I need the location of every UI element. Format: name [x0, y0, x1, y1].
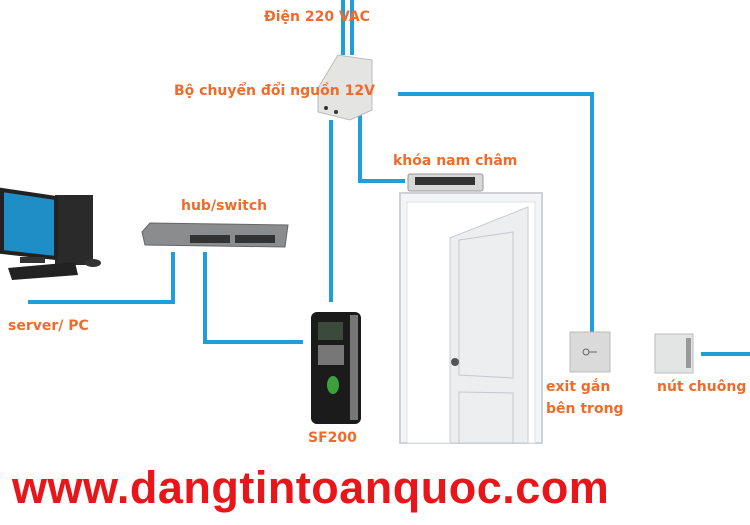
label-device: SF200	[308, 430, 357, 446]
label-power-source: Điện 220 VAC	[264, 9, 370, 25]
doorbell-icon	[654, 333, 694, 374]
wire-exit	[398, 92, 594, 333]
sf200-device-icon	[311, 312, 361, 424]
hub-switch-icon	[141, 222, 289, 248]
label-switch: hub/switch	[181, 198, 268, 214]
wires	[28, 0, 750, 356]
exit-button-icon	[569, 331, 611, 373]
label-server: server/ PC	[8, 318, 89, 334]
label-exit-2: bên trong	[546, 401, 624, 417]
label-bell: nút chuông	[657, 379, 747, 395]
door-icon	[399, 192, 543, 444]
watermark: www.dangtintoanquoc.com	[12, 462, 610, 513]
wire-pc	[28, 252, 175, 304]
power-adapter-icon	[317, 54, 373, 121]
label-magnetic-lock: khóa nam châm	[393, 153, 518, 169]
magnetic-lock-icon	[407, 173, 484, 192]
label-adapter: Bộ chuyển đổi nguồn 12V	[174, 83, 375, 99]
wire-lock	[358, 112, 405, 183]
label-exit-1: exit gắn	[546, 379, 611, 395]
wire-device-net	[203, 252, 303, 344]
computer-icon	[0, 187, 101, 280]
